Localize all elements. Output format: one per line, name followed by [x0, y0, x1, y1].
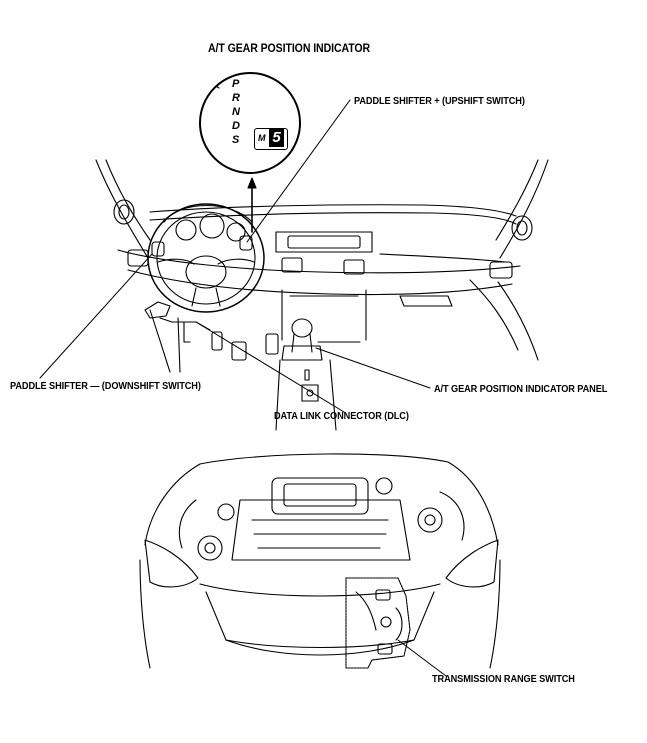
dashboard-drawing — [96, 160, 548, 430]
label-paddle-downshift: PADDLE SHIFTER — (DOWNSHIFT SWITCH) — [10, 381, 201, 392]
indicator-circle — [200, 73, 300, 173]
gear-d: D — [232, 120, 240, 132]
label-dlc: DATA LINK CONNECTOR (DLC) — [274, 411, 409, 422]
gear-r: R — [232, 92, 240, 104]
label-transmission-range-switch: TRANSMISSION RANGE SWITCH — [432, 674, 575, 685]
gear-s: S — [232, 134, 240, 146]
leader-lines-lower — [398, 640, 446, 676]
manual-mode-display: M 5 — [254, 128, 288, 150]
gear-number-display: 5 — [269, 129, 284, 147]
engine-bay-drawing — [140, 454, 500, 668]
page-title: A/T GEAR POSITION INDICATOR — [208, 41, 371, 55]
steering-wheel — [148, 204, 264, 312]
mode-letter: M — [258, 133, 266, 143]
label-indicator-panel: A/T GEAR POSITION INDICATOR PANEL — [434, 384, 608, 395]
gear-n: N — [232, 106, 240, 118]
leader-lines-upper — [40, 100, 430, 412]
label-paddle-upshift: PADDLE SHIFTER + (UPSHIFT SWITCH) — [354, 96, 525, 107]
gear-p: P — [232, 78, 240, 90]
